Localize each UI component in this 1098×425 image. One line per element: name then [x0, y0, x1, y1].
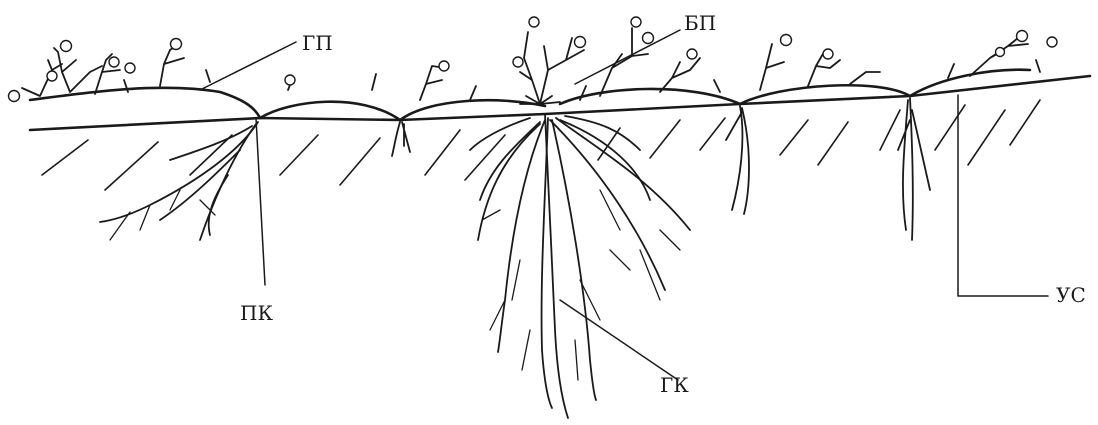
runner-c — [560, 89, 740, 104]
label-gk: ГК — [660, 373, 689, 397]
label-gp: ГП — [302, 31, 333, 55]
label-bp: БП — [684, 11, 716, 35]
leader-gp — [200, 42, 296, 90]
rosette-roots — [392, 98, 930, 240]
runners — [30, 70, 1030, 120]
lateral-roots-left — [100, 122, 258, 240]
leader-bp — [575, 30, 680, 84]
main-root-fine — [482, 190, 680, 380]
leader-lines — [200, 30, 1048, 380]
leader-pk — [256, 118, 265, 285]
main-root-system — [470, 114, 690, 418]
label-pk: ПК — [240, 301, 273, 325]
runner-left — [30, 88, 260, 118]
label-us: УС — [1056, 283, 1086, 307]
runner-e — [910, 70, 1030, 96]
leader-us — [958, 95, 1048, 296]
